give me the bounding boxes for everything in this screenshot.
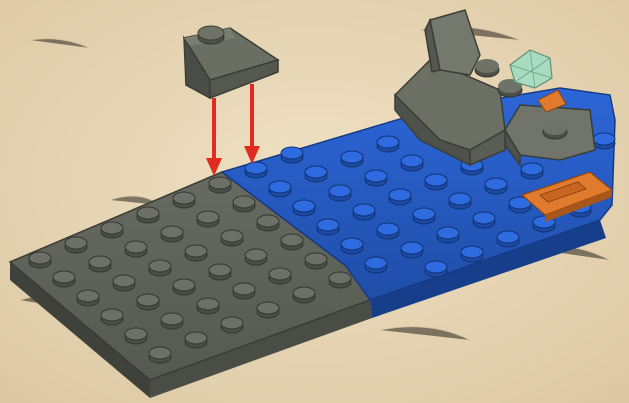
stud <box>185 245 207 261</box>
stud <box>485 178 507 194</box>
stud <box>125 241 147 257</box>
stud <box>89 256 111 272</box>
stud <box>209 264 231 280</box>
stud <box>425 174 447 190</box>
stud <box>497 231 519 247</box>
stud <box>449 193 471 209</box>
stud <box>29 252 51 268</box>
stud <box>365 257 387 273</box>
stud <box>137 207 159 223</box>
stud <box>101 309 123 325</box>
stud <box>245 249 267 265</box>
stud <box>593 133 615 149</box>
stud <box>53 271 75 287</box>
stud <box>161 313 183 329</box>
stud <box>473 212 495 228</box>
stud <box>173 192 195 208</box>
stud <box>77 290 99 306</box>
stud <box>461 246 483 262</box>
stud <box>125 328 147 344</box>
stud <box>389 189 411 205</box>
stud <box>293 287 315 303</box>
stud <box>221 317 243 333</box>
stud <box>149 347 171 363</box>
stud <box>161 226 183 242</box>
stud <box>413 208 435 224</box>
stud <box>317 219 339 235</box>
stud <box>233 283 255 299</box>
stud <box>437 227 459 243</box>
stud <box>257 215 279 231</box>
stud <box>197 211 219 227</box>
stud <box>281 147 303 163</box>
stud <box>197 298 219 314</box>
stud <box>209 177 231 193</box>
stud <box>329 185 351 201</box>
stud <box>401 155 423 171</box>
stud <box>257 302 279 318</box>
stud <box>329 272 351 288</box>
stud <box>281 234 303 250</box>
stud <box>269 268 291 284</box>
stud <box>149 260 171 276</box>
stud <box>101 222 123 238</box>
stud <box>377 223 399 239</box>
stud <box>377 136 399 152</box>
stud <box>113 275 135 291</box>
stud <box>293 200 315 216</box>
stud <box>365 170 387 186</box>
stud <box>341 238 363 254</box>
stud <box>521 163 543 179</box>
stud <box>221 230 243 246</box>
stud <box>137 294 159 310</box>
stud <box>305 253 327 269</box>
stud <box>173 279 195 295</box>
stud <box>341 151 363 167</box>
stud <box>353 204 375 220</box>
stud <box>401 242 423 258</box>
stud <box>245 162 267 178</box>
stud <box>425 261 447 277</box>
stud <box>269 181 291 197</box>
stud <box>65 237 87 253</box>
stud <box>305 166 327 182</box>
stud <box>233 196 255 212</box>
stud <box>185 332 207 348</box>
